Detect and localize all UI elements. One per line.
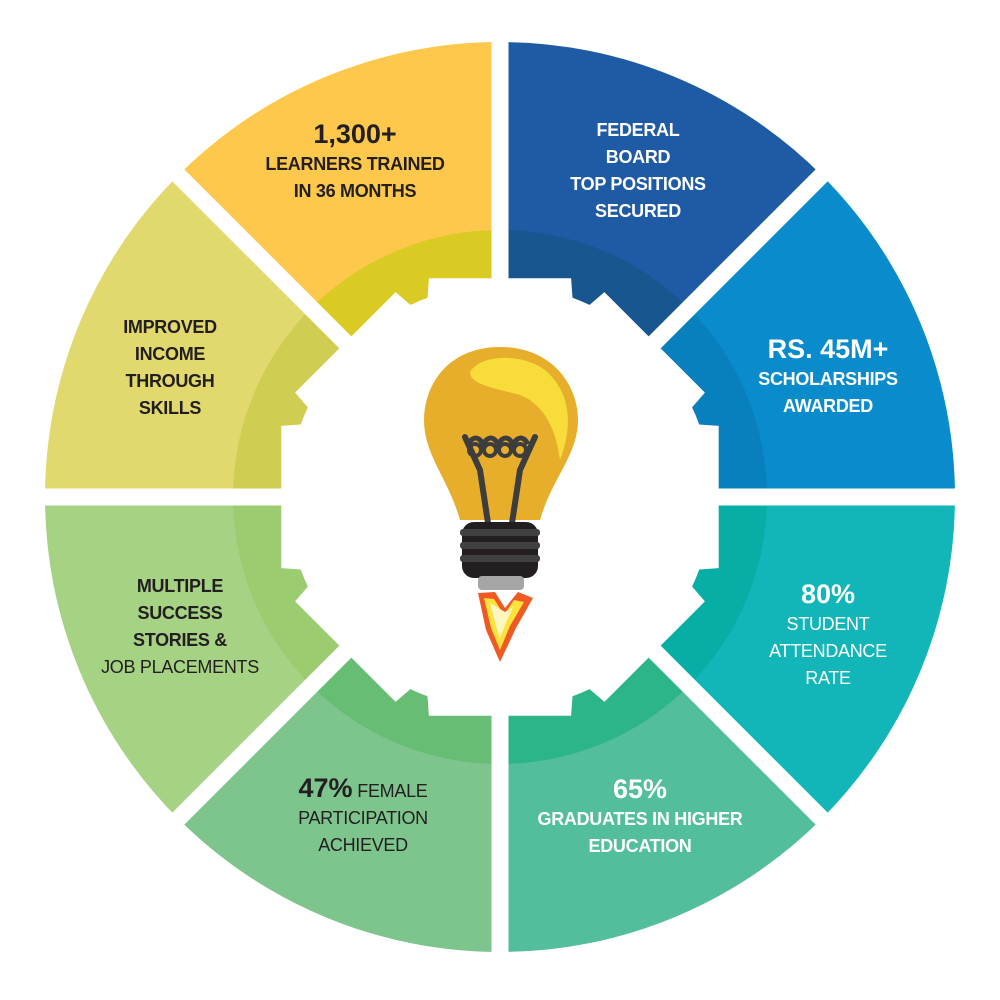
- segment-label-higher-education: 65% GRADUATES IN HIGHER EDUCATION: [510, 776, 770, 860]
- label-line: FEDERAL: [508, 117, 768, 144]
- stat-value: 80%: [800, 579, 856, 609]
- label-text: EDUCATION: [588, 836, 692, 856]
- label-line: SKILLS: [40, 395, 300, 422]
- label-line: GRADUATES IN HIGHER: [510, 806, 770, 833]
- label-text: INCOME: [134, 344, 206, 364]
- label-line: LEARNERS TRAINED: [225, 151, 485, 178]
- segment-label-federal-board: FEDERAL BOARD TOP POSITIONS SECURED: [508, 117, 768, 225]
- label-line: RS. 45M+: [698, 336, 958, 366]
- label-text: JOB PLACEMENTS: [101, 657, 259, 677]
- stat-value: RS. 45M+: [767, 334, 889, 364]
- label-line: SCHOLARSHIPS: [698, 366, 958, 393]
- label-text: ACHIEVED: [318, 835, 408, 855]
- label-line: EDUCATION: [510, 833, 770, 860]
- label-text: BOARD: [605, 147, 671, 167]
- segment-label-improved-income: IMPROVED INCOME THROUGH SKILLS: [40, 314, 300, 422]
- label-text: STUDENT: [786, 614, 870, 634]
- label-line: RATE: [698, 665, 958, 692]
- label-text: SKILLS: [138, 398, 202, 418]
- lightbulb-rocket-icon: [424, 347, 578, 662]
- label-text: PARTICIPATION: [298, 808, 428, 828]
- label-text: LEARNERS TRAINED: [265, 154, 445, 174]
- label-line: ACHIEVED: [233, 832, 493, 859]
- label-line: 47% FEMALE: [233, 775, 493, 805]
- label-text: THROUGH: [125, 371, 215, 391]
- label-text: SCHOLARSHIPS: [758, 369, 898, 389]
- stat-value: 65%: [612, 774, 668, 804]
- label-line: 1,300+: [225, 121, 485, 151]
- segment-label-success-stories: MULTIPLE SUCCESS STORIES & JOB PLACEMENTS: [50, 573, 310, 681]
- label-line: 65%: [510, 776, 770, 806]
- label-text: RATE: [805, 668, 851, 688]
- label-text: FEDERAL: [596, 120, 680, 140]
- label-text: ATTENDANCE: [769, 641, 887, 661]
- label-line: STORIES &: [50, 627, 310, 654]
- label-line: SUCCESS: [50, 600, 310, 627]
- label-line: JOB PLACEMENTS: [50, 654, 310, 681]
- stat-value: 1,300+: [313, 119, 397, 149]
- label-text: AWARDED: [783, 396, 873, 416]
- stat-value: 47%: [298, 773, 353, 803]
- label-line: SECURED: [508, 198, 768, 225]
- label-line: ATTENDANCE: [698, 638, 958, 665]
- label-text: FEMALE: [352, 781, 428, 801]
- label-line: STUDENT: [698, 611, 958, 638]
- segment-label-female-participation: 47% FEMALE PARTICIPATION ACHIEVED: [233, 775, 493, 859]
- segment-label-attendance: 80% STUDENT ATTENDANCE RATE: [698, 581, 958, 692]
- label-text: STORIES &: [133, 630, 227, 650]
- label-text: SUCCESS: [137, 603, 223, 623]
- label-text: IMPROVED: [123, 317, 217, 337]
- label-text: SECURED: [595, 201, 681, 221]
- label-line: IMPROVED: [40, 314, 300, 341]
- label-line: 80%: [698, 581, 958, 611]
- label-line: IN 36 MONTHS: [225, 178, 485, 205]
- label-text: TOP POSITIONS: [570, 174, 706, 194]
- label-text: GRADUATES IN HIGHER: [537, 809, 743, 829]
- label-text: IN 36 MONTHS: [293, 181, 417, 201]
- label-text: MULTIPLE: [136, 576, 224, 596]
- label-line: INCOME: [40, 341, 300, 368]
- label-line: BOARD: [508, 144, 768, 171]
- segment-label-scholarships: RS. 45M+ SCHOLARSHIPS AWARDED: [698, 336, 958, 420]
- label-line: THROUGH: [40, 368, 300, 395]
- label-line: TOP POSITIONS: [508, 171, 768, 198]
- label-line: PARTICIPATION: [233, 805, 493, 832]
- label-line: AWARDED: [698, 393, 958, 420]
- segment-label-learners-trained: 1,300+ LEARNERS TRAINED IN 36 MONTHS: [225, 121, 485, 205]
- label-line: MULTIPLE: [50, 573, 310, 600]
